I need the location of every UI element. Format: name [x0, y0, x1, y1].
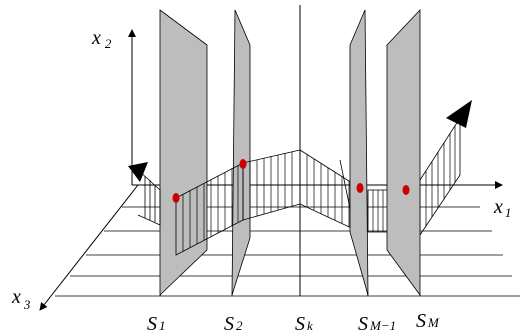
planes	[159, 9, 251, 296]
path-start-arrowhead	[128, 162, 148, 182]
path-end-arrowhead	[446, 100, 472, 128]
plane-sm1	[349, 9, 369, 296]
plane-s2	[231, 9, 251, 296]
marker-sm	[402, 185, 410, 195]
marker-s2	[239, 159, 247, 169]
intersection-markers	[172, 159, 410, 203]
front-planes	[349, 8, 421, 297]
marker-sm1	[356, 183, 364, 193]
x3-axis	[39, 184, 139, 311]
marker-s1	[172, 193, 180, 203]
plane-s1	[159, 9, 208, 296]
plane-sm	[386, 8, 421, 297]
